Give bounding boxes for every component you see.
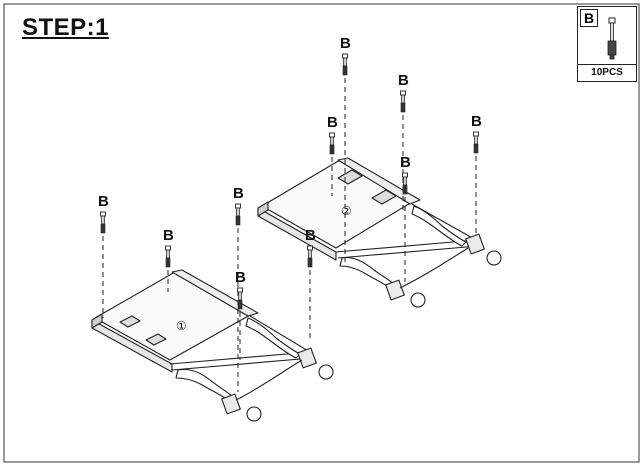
bolt-thread-icon [307,257,313,268]
bolt-thread-icon [473,143,479,154]
bolt-label: B [340,35,351,52]
part-1-rail-front-edge [171,357,313,371]
bolt-thread-icon [402,184,408,195]
part-1-number: ① [176,319,187,333]
bolt-thread-icon [100,223,106,234]
bolt-b-2: B [163,227,174,292]
bolt-b-5: B [340,35,351,262]
part-2-rail-front [335,239,477,253]
part-1-rail-side [249,315,311,353]
part-1-deck [94,271,251,361]
part-1-leg-block-a [221,393,241,415]
part-2-deck [261,159,413,249]
part-2-back-rail [337,157,421,205]
part-2-foot-b [486,250,502,266]
bolt-shank-icon [236,207,240,217]
bolt-label: B [398,72,409,89]
bolt-shank-icon [101,215,105,225]
part-1-bracket-b [145,333,167,346]
bolt-head-icon [400,90,406,96]
part-2-number: ② [341,204,352,218]
bolt-label: B [163,227,174,244]
part-1-back-rail [171,269,259,317]
bolt-b-3: B [233,185,244,392]
bolt-head-icon [235,203,241,209]
parts-divider [578,64,636,65]
bolt-b-8: B [400,154,411,282]
bolt-label: B [98,193,109,210]
bolt-shank-icon [403,176,407,186]
part-1-beam-end [91,313,103,329]
bolt-shank-icon [238,291,242,301]
bolt-thread-icon [237,299,243,310]
bolt-b-1: B [98,193,109,318]
bolt-shank-icon [308,249,312,259]
bolt-b-6: B [398,72,409,212]
bolt-label: B [471,113,482,130]
bolt-b-9: B [471,113,482,234]
bolt-head-icon [100,211,106,217]
part-1-stretcher [235,359,303,401]
part-1-bracket-a [119,315,141,328]
bolt-label: B [327,114,338,131]
bolt-b-4: B [235,269,246,360]
bolt-head-icon [342,53,348,59]
bolt-thread-icon [400,102,406,113]
step-title: STEP:1 [22,14,110,41]
bolt-head-icon [402,172,408,178]
bolt-label: B [235,269,246,286]
part-1-leg-block-b [297,347,317,369]
bolt-b-7: B [327,114,338,196]
bolts-layer: B B B B B B B B B B [98,35,482,392]
bolt-label: B [400,154,411,171]
bolt-thread-icon [165,257,171,268]
part-2-leg-back [411,205,467,247]
bolt-shank-icon [474,135,478,145]
part-2-rail-front-edge [337,245,479,259]
bolt-label: B [305,227,316,244]
bolt-shank-icon [401,94,405,104]
part-1-foot-b [318,364,334,380]
part-1-foot-a [246,406,262,422]
part-quantity: 10PCS [591,67,623,78]
bolt-shank-icon [166,249,170,259]
bolt-icon [607,17,617,60]
bolt-thread-icon [329,144,335,155]
part-2-bracket-b [371,189,397,205]
part-2-foot-a [410,292,426,308]
bolt-label: B [233,185,244,202]
part-1-leg-back [245,317,301,359]
part-2-stretcher [399,247,469,289]
part-2-beam-end [257,201,269,217]
bolt-head-icon [307,245,313,251]
bolt-thread-icon [342,65,348,76]
part-code-badge: B [580,9,598,27]
bolt-shank-icon [330,136,334,146]
frame-part-2 [257,157,502,308]
parts-legend: B 10PCS [577,6,637,82]
bolt-head-icon [237,287,243,293]
frame-part-1 [91,269,334,422]
bolt-head-icon [165,245,171,251]
bolt-head-icon [473,131,479,137]
part-2-leg-block-b [465,233,485,255]
bolt-thread-icon [235,215,241,226]
bolt-b-10: B [305,227,316,340]
bolt-head-icon [329,132,335,138]
bolt-shank-icon [343,57,347,67]
